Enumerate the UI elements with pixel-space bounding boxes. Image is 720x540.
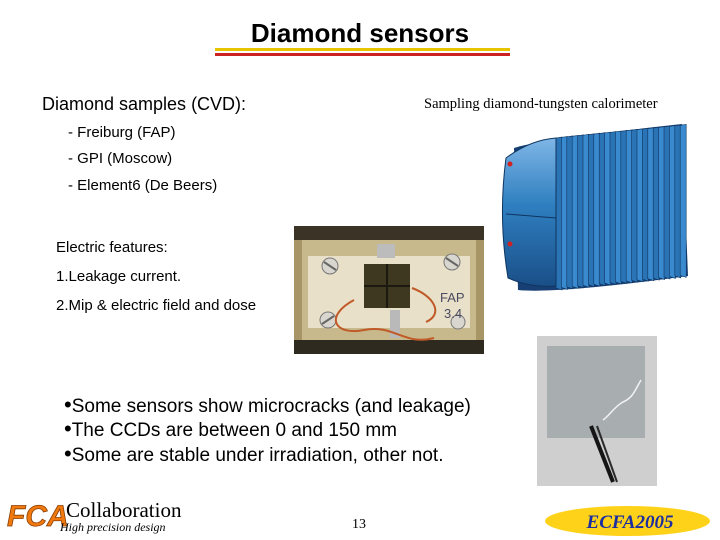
bullet-text: The CCDs are between 0 and 150 mm (71, 420, 397, 441)
calorimeter-plate (647, 127, 655, 282)
bullet-ccds: •The CCDs are between 0 and 150 mm (64, 418, 397, 442)
calorimeter-plate (669, 125, 676, 279)
calorimeter-plate (604, 131, 611, 286)
sample-source-gpi: - GPI (Moscow) (68, 150, 173, 167)
sample-source-freiburg: - Freiburg (FAP) (68, 124, 176, 141)
conference-badge (545, 506, 710, 536)
bullet-dot-icon: • (64, 392, 72, 417)
page-number: 13 (352, 517, 366, 532)
calorimeter-plate (652, 126, 660, 281)
sample-source-element6: - Element6 (De Beers) (68, 177, 218, 194)
calorimeter-plate (658, 126, 665, 280)
calorimeter-plate (593, 132, 601, 287)
microcrack-photo (537, 336, 657, 486)
bullet-irradiation: •Some are stable under irradiation, othe… (64, 443, 443, 467)
calorimeter-plate (620, 130, 628, 284)
calorimeter-plate (663, 125, 671, 280)
calorimeter-render (501, 123, 688, 291)
calorimeter-plate (555, 136, 563, 291)
title-underline-yellow (215, 48, 510, 51)
calorimeter-plate (631, 128, 638, 283)
calorimeter-plate (582, 133, 590, 288)
fcal-logo: FCAL (7, 500, 68, 532)
samples-heading: Diamond samples (CVD): (42, 94, 247, 114)
calorimeter-plate (609, 131, 617, 285)
calorimeter-caption: Sampling diamond-tungsten calorimeter (424, 96, 658, 112)
calorimeter-plate (561, 136, 568, 290)
electric-feature-leakage: 1.Leakage current. (56, 268, 182, 285)
title-underline-red (215, 53, 510, 56)
calorimeter-plate (636, 128, 644, 283)
footer-tagline: High precision design (60, 520, 166, 534)
electric-features-heading: Electric features: (56, 239, 168, 256)
sensor-photo-label-fap: FAP (440, 290, 465, 305)
bullet-text: Some are stable under irradiation, other… (71, 445, 444, 466)
calorimeter-plate (625, 129, 633, 284)
bullet-microcracks: •Some sensors show microcracks (and leak… (64, 394, 471, 418)
bullet-text: Some sensors show microcracks (and leaka… (71, 396, 471, 417)
slide-title: Diamond sensors (250, 18, 470, 48)
bullet-dot-icon: • (64, 441, 72, 466)
electric-feature-mip: 2.Mip & electric field and dose (56, 297, 257, 314)
footer-collaboration: Collaboration (66, 498, 182, 522)
calorimeter-plate (642, 127, 649, 282)
fcal-logo-text: FCAL (7, 500, 68, 532)
calorimeter-plate (577, 134, 584, 289)
calorimeter-plate (566, 135, 574, 290)
calorimeter-plate (615, 130, 622, 285)
calorimeter-plate (674, 124, 682, 279)
calorimeter-plate (598, 132, 606, 287)
calorimeter-plate (571, 134, 579, 289)
sensor-photo-label-number: 3.4 (444, 306, 462, 321)
conference-label: ECFA2005 (586, 512, 674, 533)
calorimeter-plate (588, 133, 595, 288)
calorimeter-plate (679, 123, 687, 278)
diamond-sensor-photo: FAP 3.4 (294, 226, 484, 354)
bullet-dot-icon: • (64, 416, 72, 441)
